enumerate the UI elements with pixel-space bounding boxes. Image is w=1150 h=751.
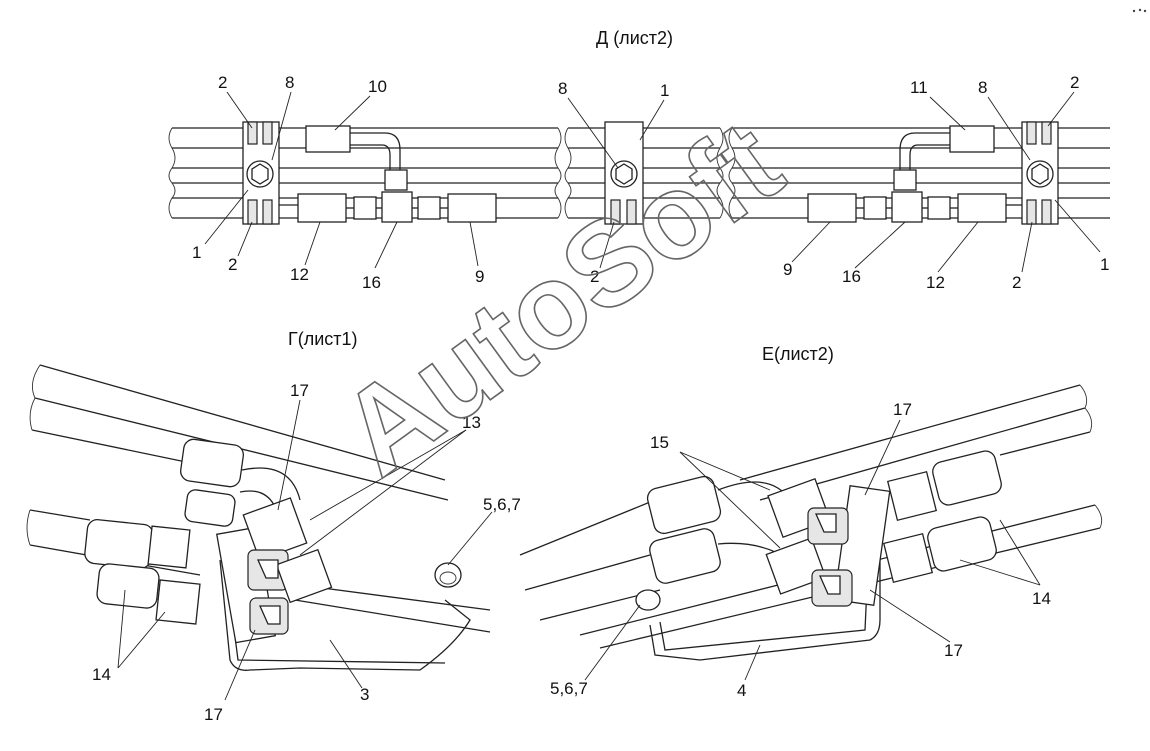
callout-d-12-right: 12: [926, 273, 945, 292]
hose-fitting-10: [305, 125, 408, 191]
callout-e-5-6-7: 5,6,7: [550, 679, 588, 698]
callout-e-4: 4: [737, 681, 746, 700]
view-e-title: Е(лист2): [762, 344, 834, 364]
callout-d-2-bottom-left: 2: [228, 255, 237, 274]
hoses-e: [646, 450, 1002, 584]
callout-d-8-left: 8: [285, 73, 294, 92]
callout-g-13: 13: [462, 413, 481, 432]
callout-g-3: 3: [360, 685, 369, 704]
callout-d-2-top-left: 2: [218, 73, 227, 92]
hose-run-lower-right: [807, 191, 1022, 223]
callout-d-16-left: 16: [362, 273, 381, 292]
callout-e-15: 15: [650, 433, 669, 452]
callout-d-2-middle: 2: [590, 267, 599, 286]
hose-fitting-11: [893, 125, 995, 191]
leaders-view-g: [117, 399, 493, 701]
callout-g-17-top: 17: [290, 381, 309, 400]
elbow-fittings-e: [765, 477, 853, 607]
view-g: Г(лист1): [26, 329, 521, 724]
callout-e-17-bottom: 17: [944, 641, 963, 660]
callout-g-14: 14: [92, 665, 111, 684]
callout-d-9-right: 9: [783, 260, 792, 279]
elbow-fittings-g: [242, 497, 333, 635]
hose-run-lower-left: [279, 191, 497, 223]
callout-g-5-6-7: 5,6,7: [483, 495, 521, 514]
callout-d-1-right: 1: [1100, 255, 1109, 274]
view-d: Д (лист2): [168, 28, 1110, 292]
callout-d-8-middle: 8: [558, 79, 567, 98]
callout-d-9-left: 9: [475, 267, 484, 286]
pipe-bundle-middle: [564, 127, 724, 219]
leaders-view-e: [584, 419, 1041, 681]
hoses-g: [84, 438, 301, 625]
bolt-g: [434, 562, 462, 588]
callout-d-2-top-right: 2: [1070, 73, 1079, 92]
callout-d-11: 11: [910, 78, 928, 97]
view-g-title: Г(лист1): [288, 329, 358, 349]
leaders-view-d: [204, 91, 1101, 273]
callout-d-16-right: 16: [842, 267, 861, 286]
callout-d-8-right: 8: [978, 78, 987, 97]
view-d-title: Д (лист2): [596, 28, 673, 48]
clamp-left: [242, 121, 280, 225]
callout-d-12-left: 12: [290, 265, 309, 284]
callout-d-1-middle: 1: [660, 81, 669, 100]
bolt-e: [635, 589, 661, 611]
callout-d-1-left: 1: [192, 243, 201, 262]
callout-d-10: 10: [368, 77, 387, 96]
callout-g-17-bottom: 17: [204, 705, 223, 724]
callout-d-2-bottom-right: 2: [1012, 273, 1021, 292]
clamp-right: [1021, 121, 1059, 225]
corner-mark: [1132, 8, 1147, 13]
callout-e-14: 14: [1032, 589, 1051, 608]
view-e: Е(лист2): [519, 344, 1103, 700]
callout-e-17-top: 17: [893, 400, 912, 419]
